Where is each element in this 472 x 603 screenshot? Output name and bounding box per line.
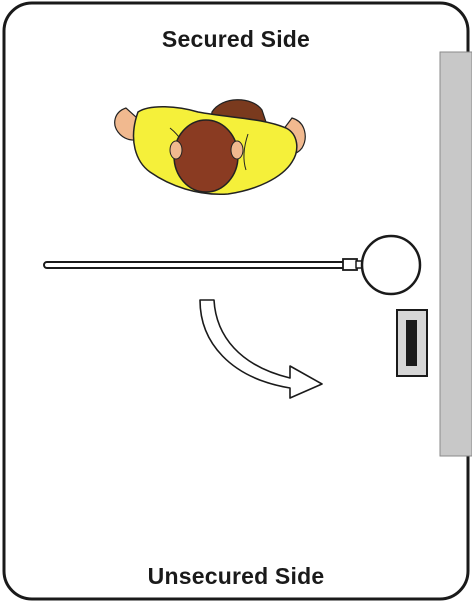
door-frame-wall	[440, 52, 472, 456]
unsecured-side-label: Unsecured Side	[0, 563, 472, 590]
door-hinge-pivot	[362, 236, 420, 294]
secured-side-label: Secured Side	[0, 26, 472, 53]
card-reader-icon	[397, 310, 427, 376]
diagram-border	[4, 3, 468, 599]
